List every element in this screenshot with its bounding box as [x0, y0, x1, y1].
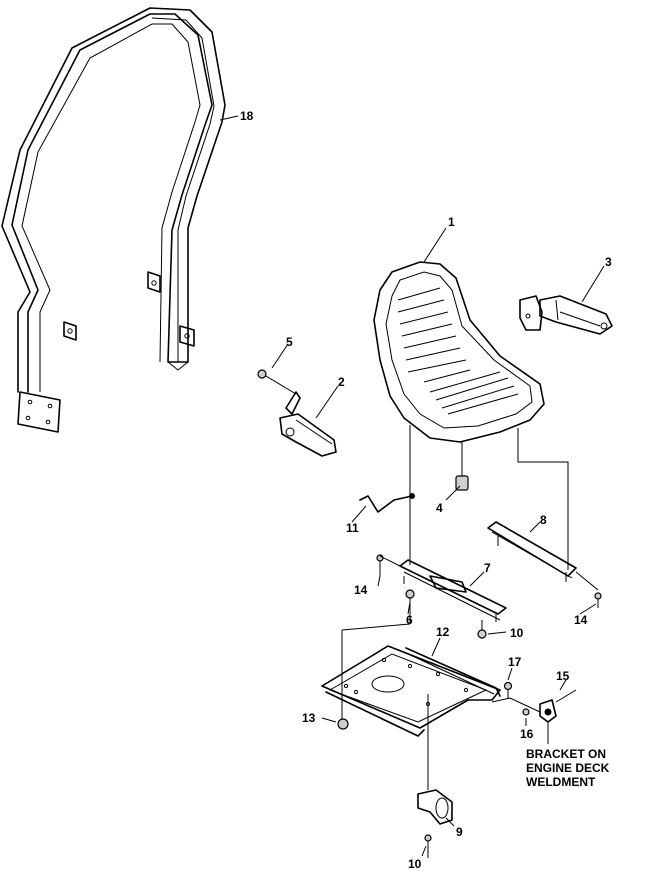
- callout-13: 13: [302, 711, 316, 725]
- callout-6: 6: [406, 613, 413, 627]
- roll-bar-part-18: [1, 7, 226, 433]
- callout-17: 17: [508, 655, 522, 669]
- armrest-part-2: [279, 391, 337, 457]
- callout-7: 7: [484, 561, 491, 575]
- callout-1: 1: [448, 215, 455, 229]
- seat-slide-part-7: [399, 559, 507, 622]
- latch-part-9: [417, 789, 453, 825]
- callout-10-lower: 10: [408, 857, 422, 871]
- bracket-note: BRACKET ON ENGINE DECK WELDMENT: [526, 747, 610, 789]
- callout-4: 4: [436, 501, 443, 515]
- note-line-1: BRACKET ON: [526, 747, 606, 761]
- bracket-hardware-15-16-17: [503, 681, 577, 723]
- callout-11: 11: [346, 521, 359, 535]
- callout-12: 12: [436, 625, 450, 639]
- wire-harness-part-11: [359, 493, 415, 513]
- callout-14-left: 14: [354, 583, 368, 597]
- seat-slide-part-8: [487, 521, 577, 582]
- seat-plate-part-12: [321, 623, 541, 790]
- callout-labels: 1 2 3 4 5 6 7 8 9 10 10 11 12 13 14 14 1…: [240, 109, 612, 871]
- bolt-part-5: [257, 369, 297, 395]
- callout-2: 2: [338, 375, 345, 389]
- leader-lines: [219, 115, 605, 857]
- callout-8: 8: [540, 513, 547, 527]
- seat-part-1: [373, 261, 569, 570]
- armrest-part-3: [519, 295, 613, 335]
- switch-part-4: [455, 442, 469, 491]
- callout-3: 3: [605, 255, 612, 269]
- callout-10-upper: 10: [510, 626, 524, 640]
- callout-16: 16: [520, 727, 534, 741]
- nut-part-13: [337, 718, 349, 730]
- callout-5: 5: [286, 335, 293, 349]
- callout-15: 15: [556, 669, 570, 683]
- note-line-3: WELDMENT: [526, 775, 596, 789]
- callout-9: 9: [456, 825, 463, 839]
- callout-14-right: 14: [574, 613, 588, 627]
- bolt-part-10-lower: [424, 834, 432, 858]
- bolts-part-14: [376, 554, 602, 608]
- callout-18: 18: [240, 109, 254, 123]
- note-line-2: ENGINE DECK: [526, 761, 610, 775]
